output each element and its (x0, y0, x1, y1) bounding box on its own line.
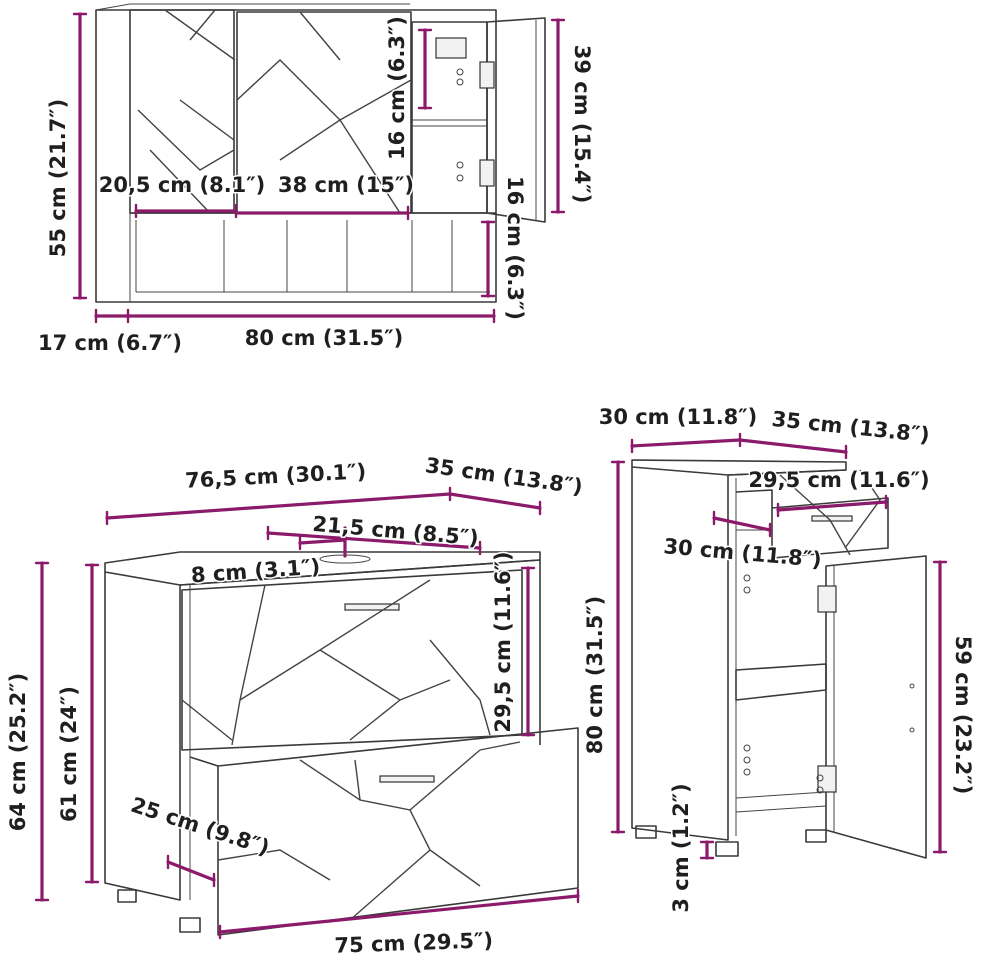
label-side-drawer-width: 30 cm (11.8″) (663, 534, 823, 572)
label-sink-cutout-height: 29,5 cm (11.6″) (491, 551, 515, 732)
label-sink-depth: 35 cm (13.8″) (424, 453, 584, 499)
sink-cabinet-dimensions (34, 486, 580, 940)
label-side-drawer-depth: 29,5 cm (11.6″) (748, 468, 929, 492)
side-cabinet-labels: 30 cm (11.8″) 35 cm (13.8″) 29,5 cm (11.… (583, 405, 975, 914)
side-cabinet-dimensions (610, 432, 948, 860)
label-mirror-open-shelf: 16 cm (6.3″) (503, 176, 527, 320)
label-sink-width: 76,5 cm (30.1″) (185, 459, 367, 492)
label-sink-drawer-width: 75 cm (29.5″) (334, 928, 493, 958)
label-mirror-height: 55 cm (21.7″) (46, 99, 70, 258)
label-side-width: 30 cm (11.8″) (599, 405, 758, 429)
label-mirror-middle-door-width: 38 cm (15″) (278, 173, 414, 197)
label-side-feet-height: 3 cm (1.2″) (669, 783, 693, 912)
label-mirror-width: 80 cm (31.5″) (245, 326, 404, 350)
label-mirror-door-height: 39 cm (15.4″) (570, 45, 594, 204)
mirror-cabinet-dimensions (72, 12, 566, 324)
label-mirror-shelf-spacing: 16 cm (6.3″) (385, 16, 409, 160)
label-side-door-height: 59 cm (23.2″) (951, 636, 975, 795)
mirror-cabinet-drawing (95, 3, 546, 303)
label-side-depth: 35 cm (13.8″) (771, 407, 931, 447)
label-mirror-left-door-width: 20,5 cm (8.1″) (99, 173, 266, 197)
sink-cabinet-drawing (104, 551, 579, 936)
label-sink-total-height: 64 cm (25.2″) (6, 673, 30, 832)
side-cabinet-drawing (631, 459, 927, 859)
label-sink-cutout-width: 21,5 cm (8.5″) (312, 512, 480, 550)
label-sink-drawer-depth: 25 cm (9.8″) (128, 793, 272, 860)
mirror-cabinet-labels: 55 cm (21.7″) 39 cm (15.4″) 16 cm (6.3″)… (38, 15, 594, 355)
label-sink-body-height: 61 cm (24″) (57, 686, 81, 822)
label-mirror-depth: 17 cm (6.7″) (38, 331, 182, 355)
label-side-total-height: 80 cm (31.5″) (583, 596, 607, 755)
